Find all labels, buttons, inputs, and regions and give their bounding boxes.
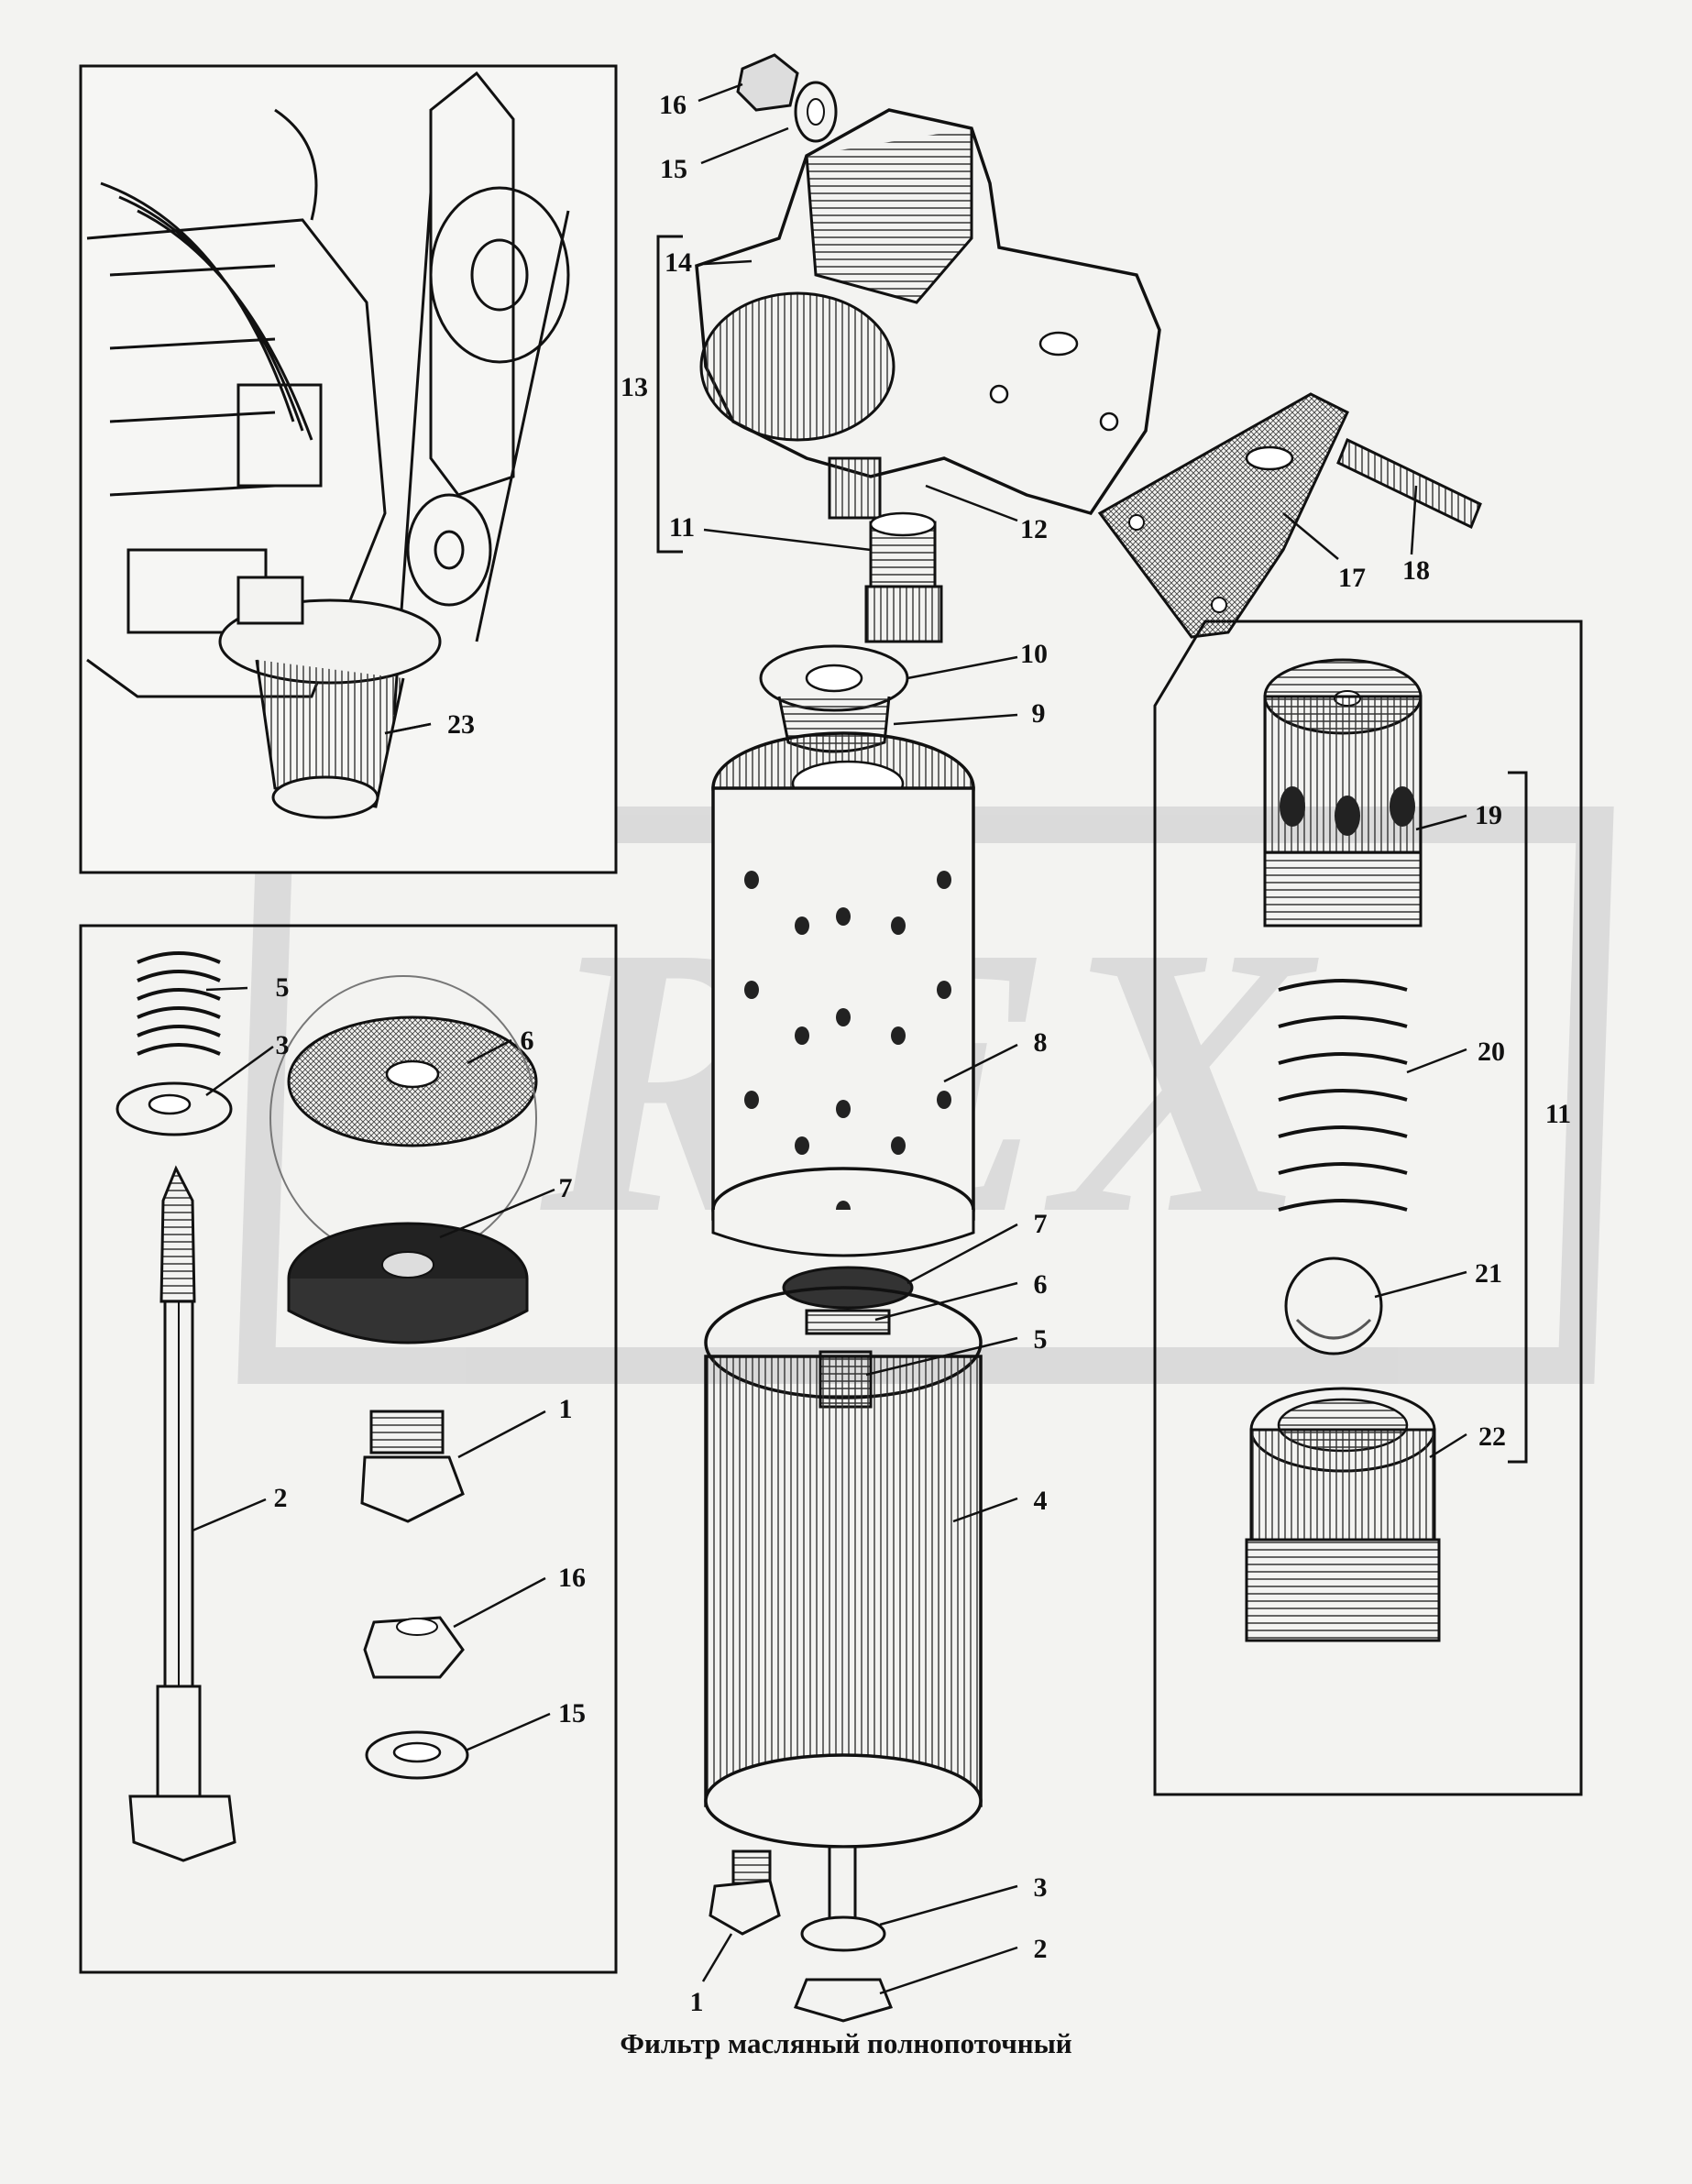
valve-detail-panel <box>1153 620 1583 1796</box>
callout-14: 14 <box>665 247 692 278</box>
callout-18: 18 <box>1402 555 1430 586</box>
callout-3-main: 3 <box>1034 1872 1048 1903</box>
callout-5-left: 5 <box>276 972 290 1003</box>
callout-15-top: 15 <box>660 154 687 184</box>
callout-7-main: 7 <box>1034 1209 1048 1239</box>
bracket-11-valve <box>1508 771 1528 1464</box>
callout-1-left: 1 <box>559 1394 573 1424</box>
diagram-caption: Фильтр масляный полнопоточный <box>620 2027 1072 2059</box>
callout-12: 12 <box>1020 514 1048 544</box>
callout-23: 23 <box>447 709 475 740</box>
filter-element <box>711 731 975 1257</box>
mounting-gasket <box>1097 392 1349 639</box>
bottom-bolt <box>793 1845 894 2023</box>
callout-1-main: 1 <box>690 1987 704 2017</box>
engine-inset-panel <box>79 64 618 874</box>
bypass-valve-small <box>864 511 943 643</box>
drain-plug-bottom <box>709 1849 781 1936</box>
group-brackets <box>656 235 1528 1464</box>
callout-8: 8 <box>1034 1027 1048 1058</box>
spring-left <box>137 951 221 1056</box>
valve-body <box>1263 658 1423 927</box>
alt-parts-panel <box>79 924 618 1974</box>
callout-7-left: 7 <box>559 1173 573 1203</box>
callout-2-left: 2 <box>274 1483 288 1513</box>
valve-threaded-sleeve <box>1245 1387 1441 1642</box>
callout-6-left: 6 <box>521 1026 534 1056</box>
callout-22: 22 <box>1478 1421 1506 1452</box>
callout-13: 13 <box>621 372 648 402</box>
filter-housing-bowl <box>704 1286 983 1849</box>
callout-11-valve: 11 <box>1545 1099 1571 1129</box>
valve-spring <box>1278 979 1408 1212</box>
callout-6-main: 6 <box>1034 1269 1048 1300</box>
bracket-13 <box>656 235 683 554</box>
callout-9: 9 <box>1032 698 1046 729</box>
callout-15-left: 15 <box>558 1698 586 1729</box>
callout-11-main: 11 <box>669 512 695 543</box>
callout-16-top: 16 <box>659 90 687 120</box>
nut-left <box>363 1616 465 1679</box>
inset-filter <box>218 576 442 819</box>
callout-17: 17 <box>1338 563 1366 593</box>
drain-plug-left <box>360 1410 465 1523</box>
callout-16-left: 16 <box>558 1563 586 1593</box>
callout-labels: 16 15 14 13 11 12 17 18 10 9 8 7 6 5 4 3… <box>274 90 1572 2017</box>
callout-20: 20 <box>1478 1037 1505 1067</box>
callout-5-main: 5 <box>1034 1324 1048 1355</box>
stud <box>1336 437 1482 530</box>
callout-2-main: 2 <box>1034 1934 1048 1964</box>
callout-19: 19 <box>1475 800 1502 830</box>
valve-ball <box>1284 1257 1383 1355</box>
callout-4: 4 <box>1034 1486 1048 1516</box>
washer-left <box>115 1081 233 1136</box>
callout-10: 10 <box>1020 639 1048 669</box>
filter-housing-head <box>695 53 1161 520</box>
leader-lines <box>192 82 1467 1995</box>
gasket-left <box>287 1222 529 1344</box>
callout-3-left: 3 <box>276 1030 290 1060</box>
washer-15-left <box>365 1730 469 1780</box>
long-bolt <box>128 1165 236 1862</box>
callout-21: 21 <box>1475 1258 1502 1289</box>
seal-disc-left <box>269 975 538 1261</box>
